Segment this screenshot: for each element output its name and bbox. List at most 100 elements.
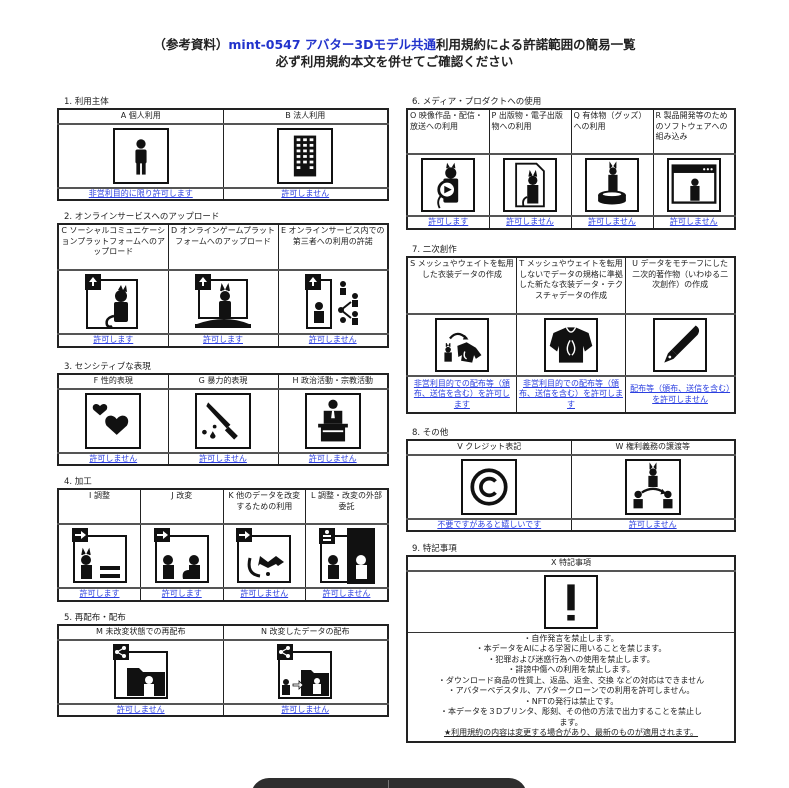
special-notes: ・自作発言を禁止します。 ・本データをAIによる学習に用いることを禁じます。 ・… — [406, 631, 736, 742]
item-r-header: R 製品開発等のためのソフトウェアへの組み込み — [652, 108, 736, 155]
costume-transfer-icon — [434, 318, 489, 372]
item-b-header: B 法人利用 — [222, 108, 389, 125]
note-item: ・NFTの発行は禁止です。 — [523, 696, 619, 706]
hearts-icon — [85, 392, 142, 449]
section-2-table: C ソーシャルコミュニケーションプラットフォームへのアップロード D オンライン… — [57, 223, 389, 348]
item-u-result[interactable]: 配布等（頒布、送信を含む）を許可しません — [625, 375, 736, 414]
item-m-result[interactable]: 許可しません — [57, 702, 224, 717]
item-o-header: O 映像作品・配信・放送への利用 — [406, 108, 490, 155]
note-item: ・アバターペデスタル、アバタークローンでの利用を許可しません。 — [447, 686, 695, 695]
redistribute-icon — [112, 643, 169, 700]
item-g-result[interactable]: 許可しません — [167, 451, 279, 466]
viewer-toolbar[interactable] — [251, 778, 527, 788]
section-3-table: F 性的表現 G 暴力的表現 H 政治活動・宗教活動 許可しません 許可しません… — [57, 373, 389, 466]
note-item: ます。 — [559, 717, 583, 727]
section-9-table: X 特記事項 ・自作発言を禁止します。 ・本データをAIによる学習に用いることを… — [406, 555, 736, 743]
item-b-result[interactable]: 許可しません — [222, 186, 389, 201]
toolbar-divider — [388, 780, 389, 788]
item-a-header: A 個人利用 — [57, 108, 224, 125]
section-8-table: V クレジット表記 W 権利義務の譲渡等 不要ですがあると嬉しいです 許可しませ… — [406, 439, 736, 532]
section-3-label: 3. センシティブな表現 — [64, 362, 151, 372]
item-p-result[interactable]: 許可しません — [488, 215, 572, 229]
section-5-table: M 未改変状態での再配布 N 改変したデータの配布 許可しません 許可しません — [57, 624, 389, 717]
note-item: ・犯罪および迷惑行為への使用を禁止します。 — [487, 654, 655, 664]
item-d-header: D オンラインゲームプラットフォームへのアップロード — [167, 223, 279, 271]
note-item: ・誹謗中傷への利用を禁止します。 — [507, 665, 635, 674]
section-6-table: O 映像作品・配信・放送への利用 P 出版物・電子出版物への利用 Q 有体物（グ… — [406, 108, 736, 230]
costume-icon — [543, 318, 598, 372]
section-4-label: 4. 加工 — [64, 477, 92, 487]
item-v-header: V クレジット表記 — [406, 439, 572, 456]
item-u-header: U データをモチーフにした二次的著作物（いわゆる二次創作）の作成 — [625, 256, 736, 315]
person-icon — [112, 127, 169, 184]
product-name: mint-0547 アバター3Dモデル共通 — [228, 37, 436, 52]
reuse-parts-icon — [236, 528, 293, 584]
item-q-result[interactable]: 許可しません — [570, 215, 654, 229]
item-s-header: S メッシュやウェイトを転用した衣装データの作成 — [406, 256, 517, 315]
item-t-header: T メッシュやウェイトを転用しないでデータの規格に準拠した新たな衣装データ・テク… — [515, 256, 627, 315]
item-h-header: H 政治活動・宗教活動 — [277, 373, 389, 390]
item-w-result[interactable]: 許可しません — [570, 517, 736, 532]
upload-game-icon — [195, 274, 251, 330]
item-n-header: N 改変したデータの配布 — [222, 624, 389, 641]
item-r-result[interactable]: 許可しません — [652, 215, 736, 229]
building-icon — [277, 127, 334, 184]
terms-change-notice[interactable]: ★利用規約の内容は変更する場合があり、最新のものが適用されます。 — [443, 728, 699, 737]
item-i-header: I 調整 — [57, 488, 141, 525]
modify-icon — [153, 528, 210, 584]
item-x-header: X 特記事項 — [406, 555, 736, 572]
item-w-header: W 権利義務の譲渡等 — [570, 439, 736, 456]
item-i-result[interactable]: 許可します — [57, 587, 141, 601]
section-5-label: 5. 再配布・配布 — [64, 613, 126, 623]
section-9-label: 9. 特記事項 — [412, 544, 457, 554]
item-h-result[interactable]: 許可しません — [277, 451, 389, 466]
upload-avatar-icon — [85, 274, 142, 330]
section-2-label: 2. オンラインサービスへのアップロード — [64, 212, 220, 222]
outsource-icon — [318, 528, 375, 584]
item-l-header: L 調整・改変の外部委託 — [305, 488, 389, 525]
publication-icon — [503, 158, 557, 212]
item-c-header: C ソーシャルコミュニケーションプラットフォームへのアップロード — [57, 223, 169, 271]
note-item: ・本データを３Dプリンタ、彫刻、その他の方法で出力することを禁止し — [440, 707, 702, 716]
item-s-result[interactable]: 非営利目的での配布等（頒布、送信を含む）を許可します — [406, 375, 517, 414]
item-d-result[interactable]: 許可します — [167, 333, 279, 347]
item-a-result[interactable]: 非営利目的に限り許可します — [57, 186, 224, 201]
item-k-header: K 他のデータを改変するための利用 — [222, 488, 306, 525]
pen-icon — [653, 318, 708, 372]
note-item: ・本データをAIによる学習に用いることを禁じます。 — [475, 644, 667, 653]
item-t-result[interactable]: 非営利目的での配布等（頒布、送信を含む）を許可します — [515, 375, 627, 414]
adjust-icon — [71, 528, 128, 584]
item-m-header: M 未改変状態での再配布 — [57, 624, 224, 641]
section-6-label: 6. メディア・プロダクトへの使用 — [412, 97, 542, 107]
item-e-result[interactable]: 許可しません — [277, 333, 389, 347]
distribute-modified-icon — [277, 643, 334, 700]
transfer-rights-icon — [624, 458, 681, 515]
video-icon — [421, 158, 476, 212]
title-line-2: 必ず利用規約本文を併せてご確認ください — [275, 54, 514, 69]
share-third-party-icon — [304, 274, 361, 330]
item-c-result[interactable]: 許可します — [57, 333, 169, 347]
item-g-header: G 暴力的表現 — [167, 373, 279, 390]
knife-icon — [195, 392, 251, 449]
section-7-label: 7. 二次創作 — [412, 245, 457, 255]
section-4-table: I 調整 J 改変 K 他のデータを改変するための利用 L 調整・改変の外部委託… — [57, 488, 389, 602]
section-1-label: 1. 利用主体 — [64, 97, 109, 107]
item-f-header: F 性的表現 — [57, 373, 169, 390]
item-k-result[interactable]: 許可しません — [222, 587, 306, 601]
item-v-result[interactable]: 不要ですがあると嬉しいです — [406, 517, 572, 532]
warning-icon — [544, 574, 598, 629]
item-n-result[interactable]: 許可しません — [222, 702, 389, 717]
section-1-table: A 個人利用 B 法人利用 非営利目的に限り許可します 許可しません — [57, 108, 389, 201]
section-7-table: S メッシュやウェイトを転用した衣装データの作成 T メッシュやウェイトを転用し… — [406, 256, 736, 414]
item-j-result[interactable]: 許可します — [140, 587, 224, 601]
item-o-result[interactable]: 許可します — [406, 215, 490, 229]
item-l-result[interactable]: 許可しません — [305, 587, 389, 601]
item-f-result[interactable]: 許可しません — [57, 451, 169, 466]
title-line-1: （参考資料）mint-0547 アバター3Dモデル共通利用規約による許諾範囲の簡… — [153, 37, 636, 52]
software-icon — [666, 158, 721, 212]
section-8-label: 8. その他 — [412, 428, 449, 438]
note-item: ・ダウンロード商品の性質上、返品、返金、交換 などの対応はできません — [437, 675, 705, 685]
item-p-header: P 出版物・電子出版物への利用 — [488, 108, 572, 155]
item-e-header: E オンラインサービス内での第三者への利用の許諾 — [277, 223, 389, 271]
note-item: ・自作発言を禁止します。 — [523, 633, 619, 643]
